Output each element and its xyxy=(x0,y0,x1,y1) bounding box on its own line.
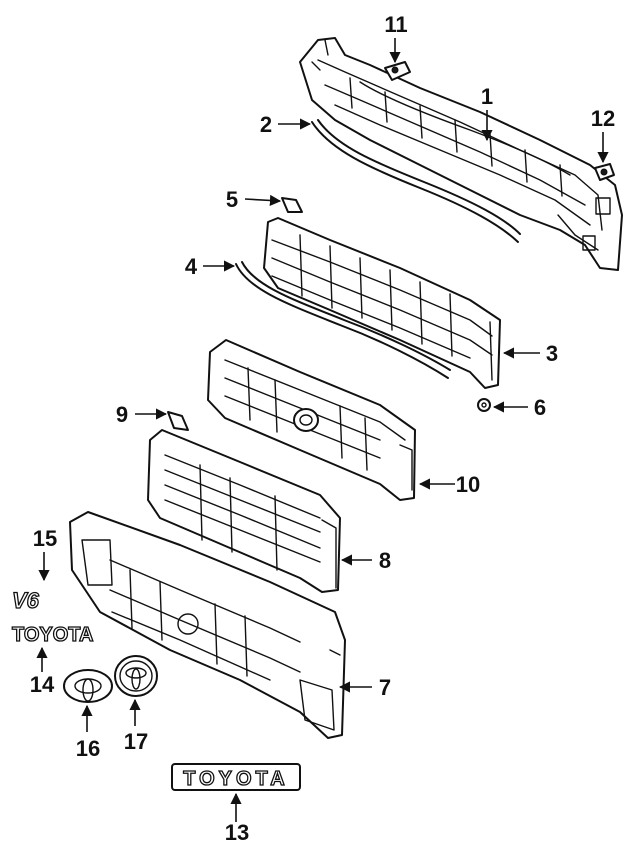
callout-9: 9 xyxy=(116,402,128,427)
callout-14: 14 xyxy=(30,672,55,697)
part-3-grille-insert xyxy=(263,217,501,389)
callout-leaders xyxy=(36,38,609,822)
part-1-upper-grille xyxy=(299,37,623,271)
callout-4: 4 xyxy=(185,254,198,279)
callout-13: 13 xyxy=(225,820,249,843)
toyota-large-emblem-text: TOYOTA xyxy=(183,768,288,790)
v6-emblem-text: V6 xyxy=(12,588,40,613)
toyota-small-emblem-text: TOYOTA xyxy=(12,624,93,646)
part-2-molding xyxy=(311,119,521,243)
callout-6: 6 xyxy=(534,395,546,420)
part-9-molding-end xyxy=(167,411,189,431)
part-11-clip xyxy=(384,61,411,81)
part-8-lower-grille xyxy=(147,429,341,593)
part-12-clip xyxy=(594,163,615,181)
callout-numbers: 11 1 2 12 5 4 3 6 9 10 8 15 7 14 16 17 1… xyxy=(30,12,615,843)
part-14-toyota-emblem-small: TOYOTA xyxy=(11,623,94,646)
callout-8: 8 xyxy=(379,548,391,573)
part-16-toyota-logo xyxy=(63,669,113,703)
callout-1: 1 xyxy=(481,84,493,109)
callout-3: 3 xyxy=(546,341,558,366)
part-7-lower-valance xyxy=(69,511,346,739)
part-13-toyota-emblem-large: TOYOTA xyxy=(171,763,301,791)
callout-16: 16 xyxy=(76,736,100,761)
callout-7: 7 xyxy=(379,675,391,700)
part-15-v6-emblem: V6 xyxy=(11,587,40,613)
callout-12: 12 xyxy=(591,106,615,131)
part-6-nut xyxy=(477,398,491,412)
callout-5: 5 xyxy=(226,187,238,212)
callout-10: 10 xyxy=(456,472,480,497)
callout-15: 15 xyxy=(33,526,57,551)
part-10-grille-frame xyxy=(207,339,416,501)
part-5-molding-end xyxy=(281,197,303,213)
callout-11: 11 xyxy=(384,12,407,37)
part-17-toyota-logo-badge xyxy=(114,655,158,697)
part-4-molding xyxy=(235,261,451,379)
callout-17: 17 xyxy=(124,729,148,754)
callout-2: 2 xyxy=(260,112,272,137)
